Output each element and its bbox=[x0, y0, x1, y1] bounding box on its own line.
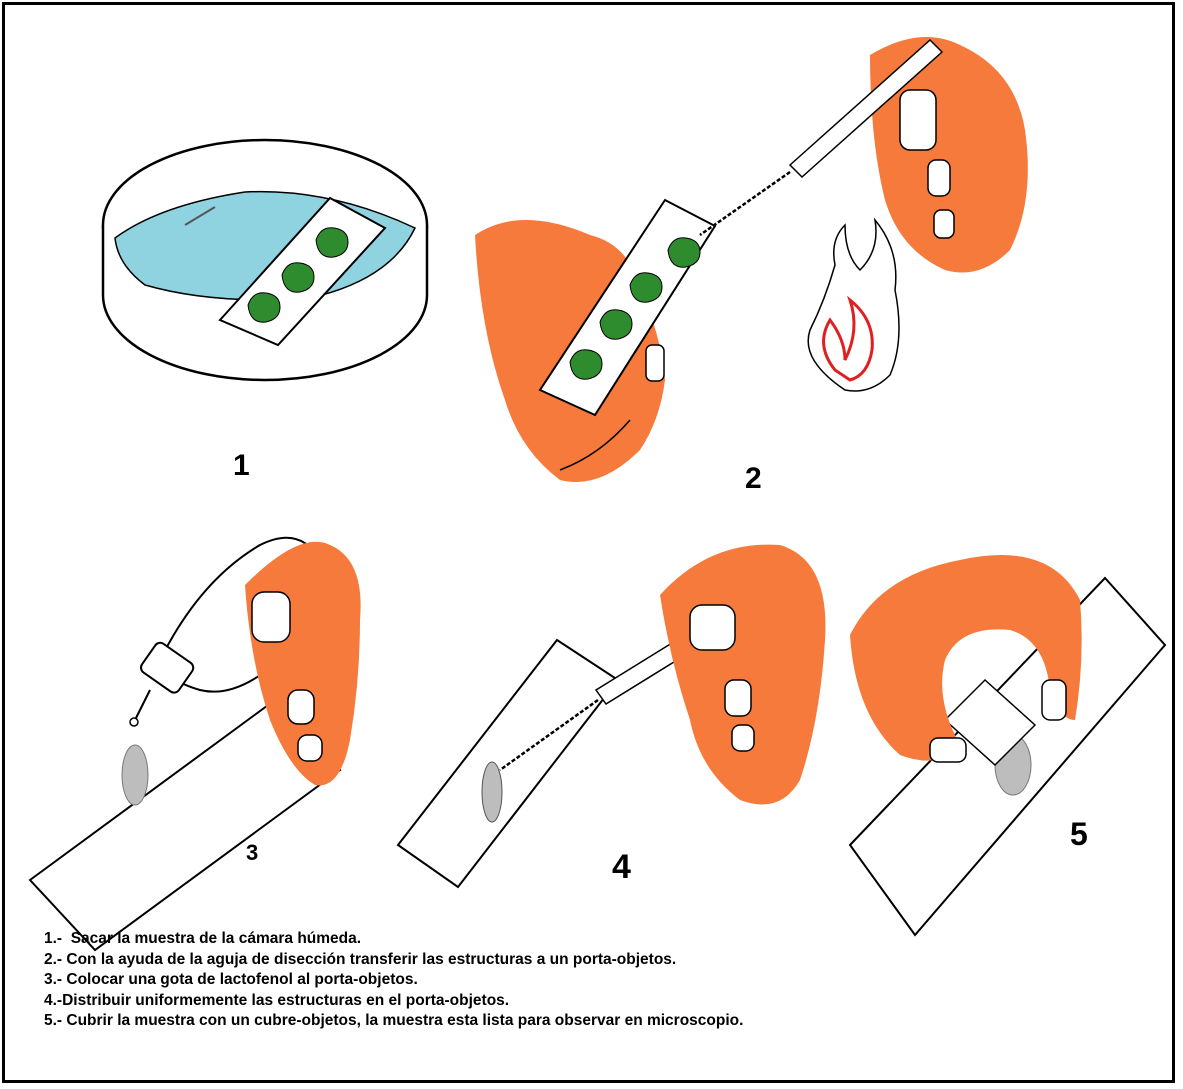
step-number-1: 1 bbox=[233, 449, 250, 482]
step-number-5: 5 bbox=[1070, 816, 1088, 852]
instruction-3: 3.- Colocar una gota de lactofenol al po… bbox=[44, 970, 1144, 991]
instruction-1: 1.- Sacar la muestra de la cámara húmeda… bbox=[44, 929, 1144, 950]
petri-dish-icon bbox=[103, 140, 427, 380]
step-number-3: 3 bbox=[246, 840, 258, 865]
instruction-5: 5.- Cubrir la muestra con un cubre-objet… bbox=[44, 1011, 844, 1032]
hand-icon bbox=[660, 545, 825, 805]
instruction-4: 4.-Distribuir uniformemente las estructu… bbox=[44, 991, 1144, 1012]
instructions-list: 1.- Sacar la muestra de la cámara húmeda… bbox=[44, 929, 1144, 1032]
step-number-2: 2 bbox=[745, 462, 762, 495]
flame-icon bbox=[808, 220, 899, 391]
step-number-4: 4 bbox=[612, 848, 631, 886]
instruction-2: 2.- Con la ayuda de la aguja de disecció… bbox=[44, 950, 1144, 971]
